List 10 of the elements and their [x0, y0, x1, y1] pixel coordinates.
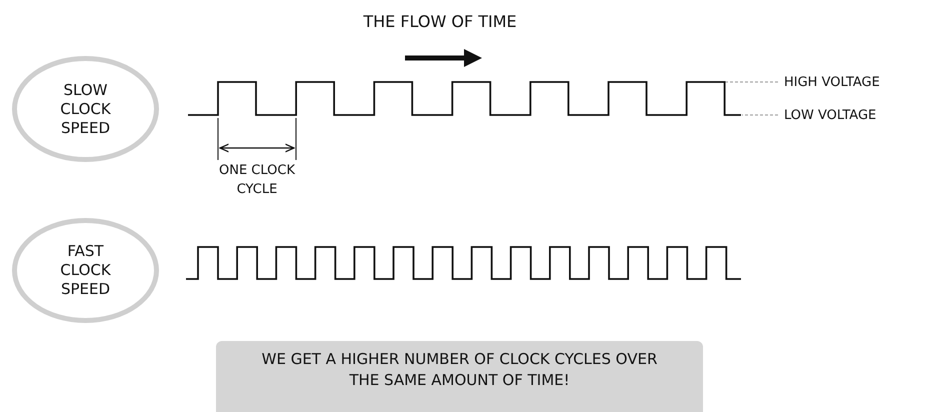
dimension-label: ONE CLOCK CYCLE [218, 162, 296, 199]
title: THE FLOW OF TIME [362, 12, 518, 31]
note-box: WE GET A HIGHER NUMBER OF CLOCK CYCLES OVER THE SAME AMOUNT OF TIME! [216, 341, 703, 412]
speed-bubble: SLOW CLOCK SPEED [12, 56, 159, 162]
speed-bubble: FAST CLOCK SPEED [12, 218, 159, 323]
voltage-label: HIGH VOLTAGE [784, 73, 924, 91]
leader-line [724, 81, 778, 83]
voltage-label: LOW VOLTAGE [784, 106, 924, 124]
slow-clock-waveform [187, 81, 742, 116]
leader-line [742, 114, 778, 116]
